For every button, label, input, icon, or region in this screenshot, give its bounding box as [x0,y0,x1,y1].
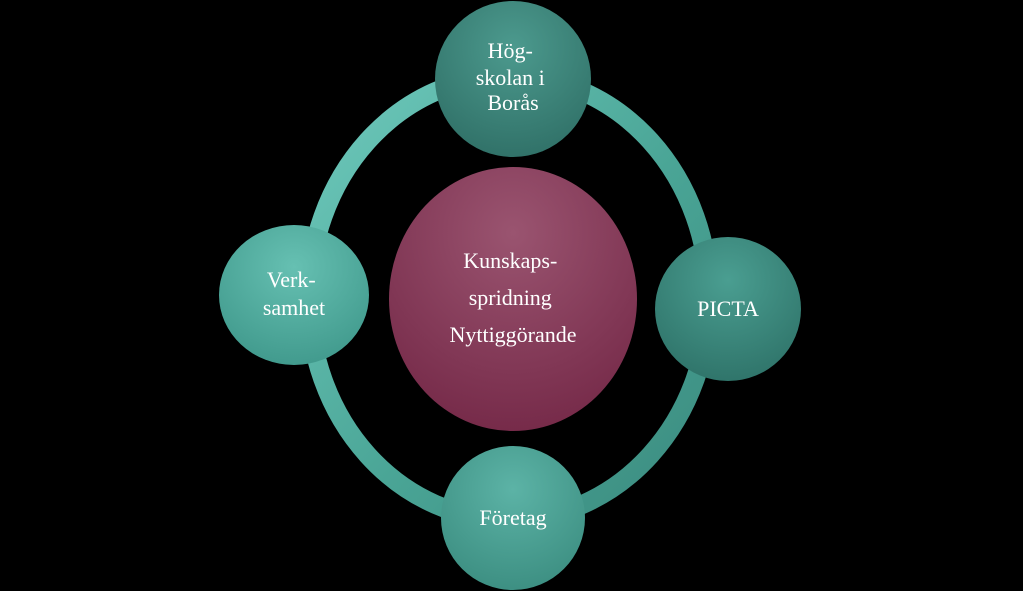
center-node: Kunskaps- spridning Nyttiggörande [389,167,637,431]
node-hogskolan-i-boras: Hög- skolan i Borås [435,1,591,157]
node-foretag-label: Företag [479,505,546,530]
node-verksamhet-label: Verk- samhet [263,267,325,320]
node-picta-label: PICTA [697,296,759,321]
center-node-label: Kunskaps- spridning Nyttiggörande [449,248,576,347]
node-foretag: Företag [441,446,585,590]
node-verksamhet: Verk- samhet [219,225,369,365]
node-hogskolan-i-boras-label: Hög- skolan i Borås [476,38,551,115]
node-picta: PICTA [655,237,801,381]
